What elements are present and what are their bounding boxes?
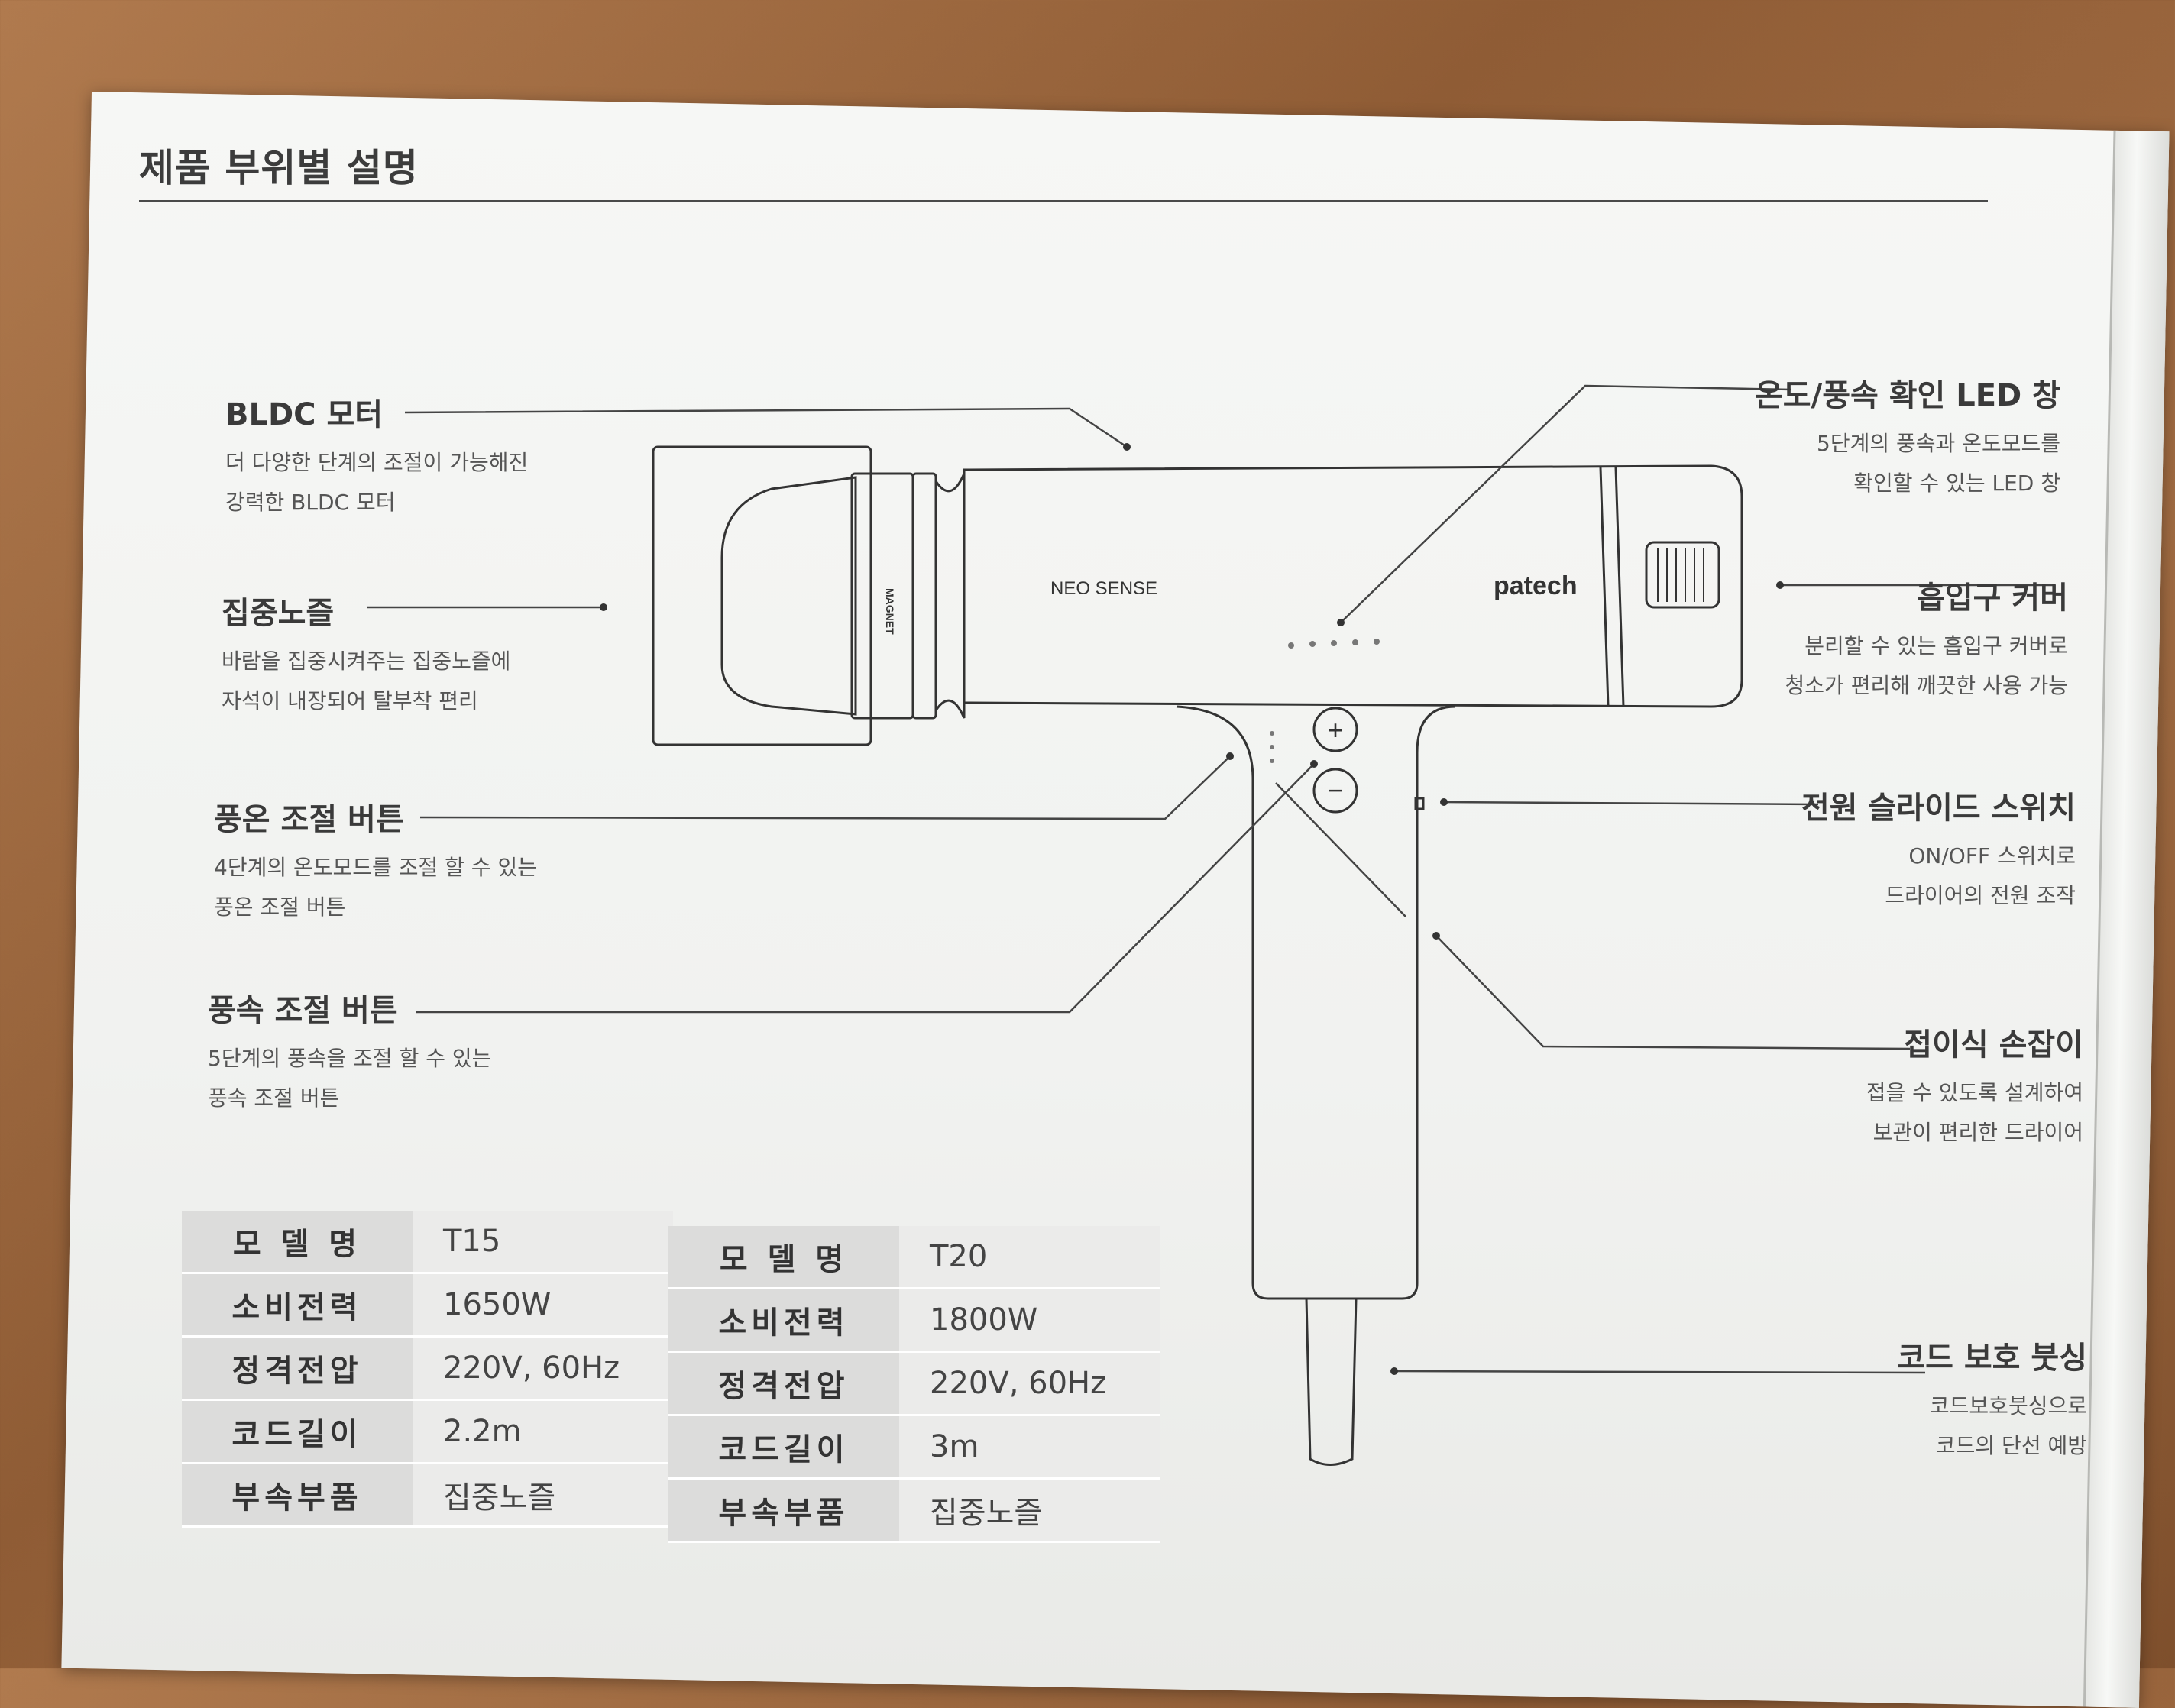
cord-bushing <box>1305 1298 1358 1466</box>
label-title: 흡입구 커버 <box>1917 581 2068 616</box>
leader-speed-button <box>416 763 1315 1014</box>
brand-logo: patech <box>1494 571 1578 600</box>
label-title: 온도/풍속 확인 LED 창 <box>1754 378 2060 413</box>
model-text: NEO SENSE <box>1050 578 1157 599</box>
handle <box>1176 705 1456 1300</box>
label-desc: 접을 수 있도록 설계하여 <box>1866 1080 2083 1105</box>
label-bldc-motor: BLDC 모터 더 다양한 단계의 조절이 가능해진 강력한 BLDC 모터 <box>225 390 528 522</box>
dryer-diagram: + − NEO SENSE patech MAGNET <box>367 384 2055 1466</box>
leader-led <box>1340 384 1792 623</box>
leader-bldc <box>404 407 1128 448</box>
magnet-text: MAGNET <box>884 588 896 635</box>
label-title: 집중노즐 <box>222 596 335 631</box>
label-desc: 코드보호붓싱으로 <box>1929 1393 2087 1418</box>
label-title: 코드 보호 붓싱 <box>1897 1341 2087 1376</box>
label-desc: ON/OFF 스위치로 <box>1908 843 2076 869</box>
plus-icon: + <box>1327 714 1343 746</box>
label-led-window: 온도/풍속 확인 LED 창 5단계의 풍속과 온도모드를 확인할 수 있는 L… <box>1755 370 2060 503</box>
label-desc: 자석이 내장되어 탈부착 편리 <box>222 688 478 713</box>
led-dots <box>1270 639 1380 763</box>
label-intake-cover: 흡입구 커버 분리할 수 있는 흡입구 커버로 청소가 편리해 깨끗한 사용 가… <box>1785 573 2068 706</box>
label-desc: 풍온 조절 버튼 <box>214 894 346 920</box>
label-desc: 5단계의 풍속을 조절 할 수 있는 <box>208 1046 492 1071</box>
label-desc: 강력한 BLDC 모터 <box>225 490 396 515</box>
label-desc: 청소가 편리해 깨끗한 사용 가능 <box>1785 673 2068 698</box>
label-desc: 보관이 편리한 드라이어 <box>1872 1120 2083 1145</box>
leader-temp-button <box>419 755 1231 820</box>
label-title: 풍온 조절 버튼 <box>214 802 404 837</box>
collar-ring-2 <box>911 472 937 720</box>
title-rule <box>139 200 1988 202</box>
nozzle-outline <box>652 445 872 746</box>
intake-cover <box>1645 541 1720 609</box>
collar-neck <box>934 473 966 719</box>
label-speed-button: 풍속 조절 버튼 5단계의 풍속을 조절 할 수 있는 풍속 조절 버튼 <box>208 985 491 1118</box>
minus-icon: − <box>1327 775 1343 806</box>
power-switch-mark <box>1414 797 1425 810</box>
collar-ring-1 <box>850 472 914 720</box>
label-nozzle: 집중노즐 바람을 집중시켜주는 집중노즐에 자석이 내장되어 탈부착 편리 <box>222 588 510 721</box>
label-cord-bushing: 코드 보호 붓싱 코드보호붓싱으로 코드의 단선 예방 <box>1897 1333 2087 1466</box>
label-temp-button: 풍온 조절 버튼 4단계의 온도모드를 조절 할 수 있는 풍온 조절 버튼 <box>214 794 537 927</box>
label-desc: 5단계의 풍속과 온도모드를 <box>1817 431 2060 456</box>
label-power-switch: 전원 슬라이드 스위치 ON/OFF 스위치로 드라이어의 전원 조작 <box>1801 783 2076 916</box>
label-desc: 더 다양한 단계의 조절이 가능해진 <box>225 450 529 475</box>
label-desc: 확인할 수 있는 LED 창 <box>1853 471 2060 496</box>
label-title: BLDC 모터 <box>225 397 384 432</box>
leader-handle-2 <box>1275 782 1406 917</box>
label-folding-handle: 접이식 손잡이 접을 수 있도록 설계하여 보관이 편리한 드라이어 <box>1866 1020 2083 1153</box>
label-title: 전원 슬라이드 스위치 <box>1801 791 2076 826</box>
body-seam-1 <box>1599 467 1610 707</box>
dryer-body <box>963 464 1743 708</box>
leader-cord <box>1393 1370 1926 1374</box>
body-seam-2 <box>1614 467 1625 707</box>
leader-handle <box>1435 935 1911 1050</box>
label-desc: 바람을 집중시켜주는 집중노즐에 <box>222 649 511 674</box>
label-title: 접이식 손잡이 <box>1904 1027 2083 1063</box>
minus-button-outline <box>1312 768 1358 814</box>
leader-switch <box>1443 801 1819 806</box>
nozzle-cone <box>720 476 857 716</box>
label-desc: 풍속 조절 버튼 <box>208 1085 340 1111</box>
label-desc: 코드의 단선 예방 <box>1935 1433 2087 1458</box>
page-title: 제품 부위별 설명 <box>139 146 419 190</box>
label-desc: 4단계의 온도모드를 조절 할 수 있는 <box>214 855 537 880</box>
plus-button-outline <box>1312 707 1358 752</box>
label-title: 풍속 조절 버튼 <box>208 993 398 1028</box>
label-desc: 분리할 수 있는 흡입구 커버로 <box>1804 633 2068 658</box>
label-desc: 드라이어의 전원 조작 <box>1885 883 2076 908</box>
